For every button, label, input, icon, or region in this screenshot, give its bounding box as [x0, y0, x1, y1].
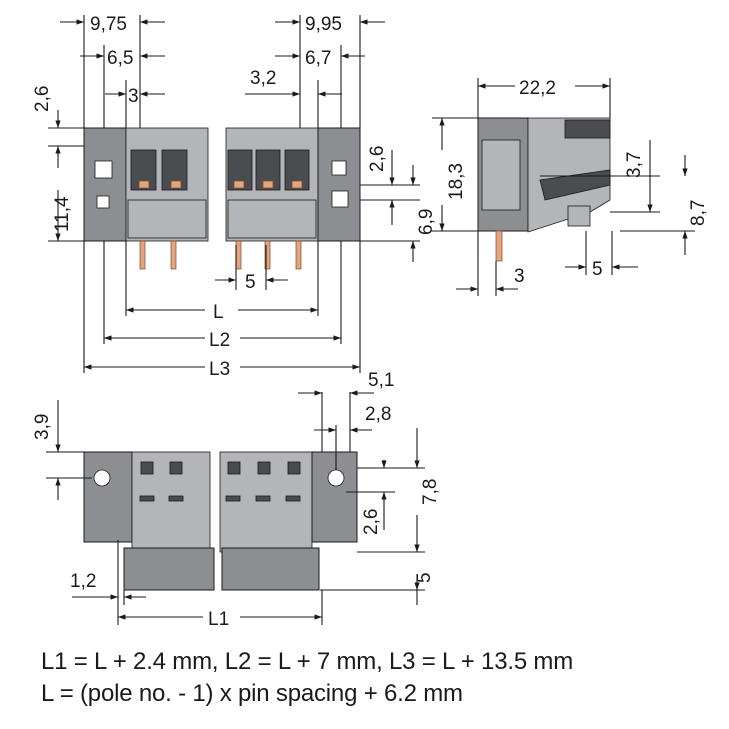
dim-front-hole-offset: 3,9 [32, 414, 53, 440]
dim-front-height: 7,8 [420, 479, 441, 505]
dim-side-height: 18,3 [446, 163, 467, 200]
formula-line-1: L1 = L + 2.4 mm, L2 = L + 7 mm, L3 = L +… [41, 648, 574, 675]
dim-L1: L1 [208, 609, 229, 630]
dim-top-left-width: 9,75 [90, 14, 127, 35]
mounting-hole-icon [331, 190, 349, 208]
dim-front-hole-center: 2,8 [365, 404, 391, 425]
front-right-housing [219, 451, 358, 591]
dim-side-depth: 22,2 [519, 78, 556, 99]
dim-side-pin: 3 [514, 266, 525, 287]
top-view-left-housing [83, 127, 209, 270]
solder-pin [139, 240, 146, 270]
dim-top-left-offset: 2,6 [32, 86, 53, 112]
dim-side-step: 5 [592, 259, 603, 280]
dim-L: L [213, 302, 224, 323]
dim-top-right-pitch: 3,2 [250, 68, 276, 89]
dim-front-edge: 1,2 [70, 571, 96, 592]
formula-line-2: L = (pole no. - 1) x pin spacing + 6.2 m… [41, 680, 463, 707]
dim-top-left-inner: 6,5 [107, 48, 133, 69]
top-view-right-housing [225, 127, 361, 270]
dim-front-hole-width: 5,1 [368, 370, 394, 391]
dim-front-slot: 2,6 [361, 509, 382, 535]
dim-side-offset: 8,7 [688, 200, 709, 226]
mounting-hole-icon [327, 469, 345, 487]
dim-pin-spacing: 5 [245, 272, 256, 293]
dim-top-right-width: 9,95 [305, 14, 342, 35]
mounting-hole-icon [94, 160, 113, 179]
mounting-hole-icon [93, 469, 111, 487]
dim-top-right-offset: 2,6 [367, 146, 388, 172]
side-solder-pin [495, 230, 503, 262]
dim-L2: L2 [209, 330, 230, 351]
dim-side-entry: 3,7 [624, 152, 645, 178]
front-pin-block [123, 547, 215, 591]
dim-top-right-height: 6,9 [416, 209, 437, 235]
side-view: 22,2 18,3 3,7 8,7 5 3 [432, 78, 709, 296]
front-left-housing [83, 451, 215, 591]
dim-top-height: 11,4 [52, 196, 73, 232]
front-view: 3,9 5,1 2,8 7,8 2,6 5 1,2 [32, 370, 441, 630]
top-view: 9,75 6,5 3 9,95 6,7 3,2 2,6 11,4 [32, 14, 437, 380]
dim-front-pin-block: 5 [414, 572, 435, 583]
dim-top-left-pitch: 3 [128, 86, 139, 107]
dim-L3: L3 [209, 359, 230, 380]
dim-top-right-inner: 6,7 [305, 48, 331, 69]
